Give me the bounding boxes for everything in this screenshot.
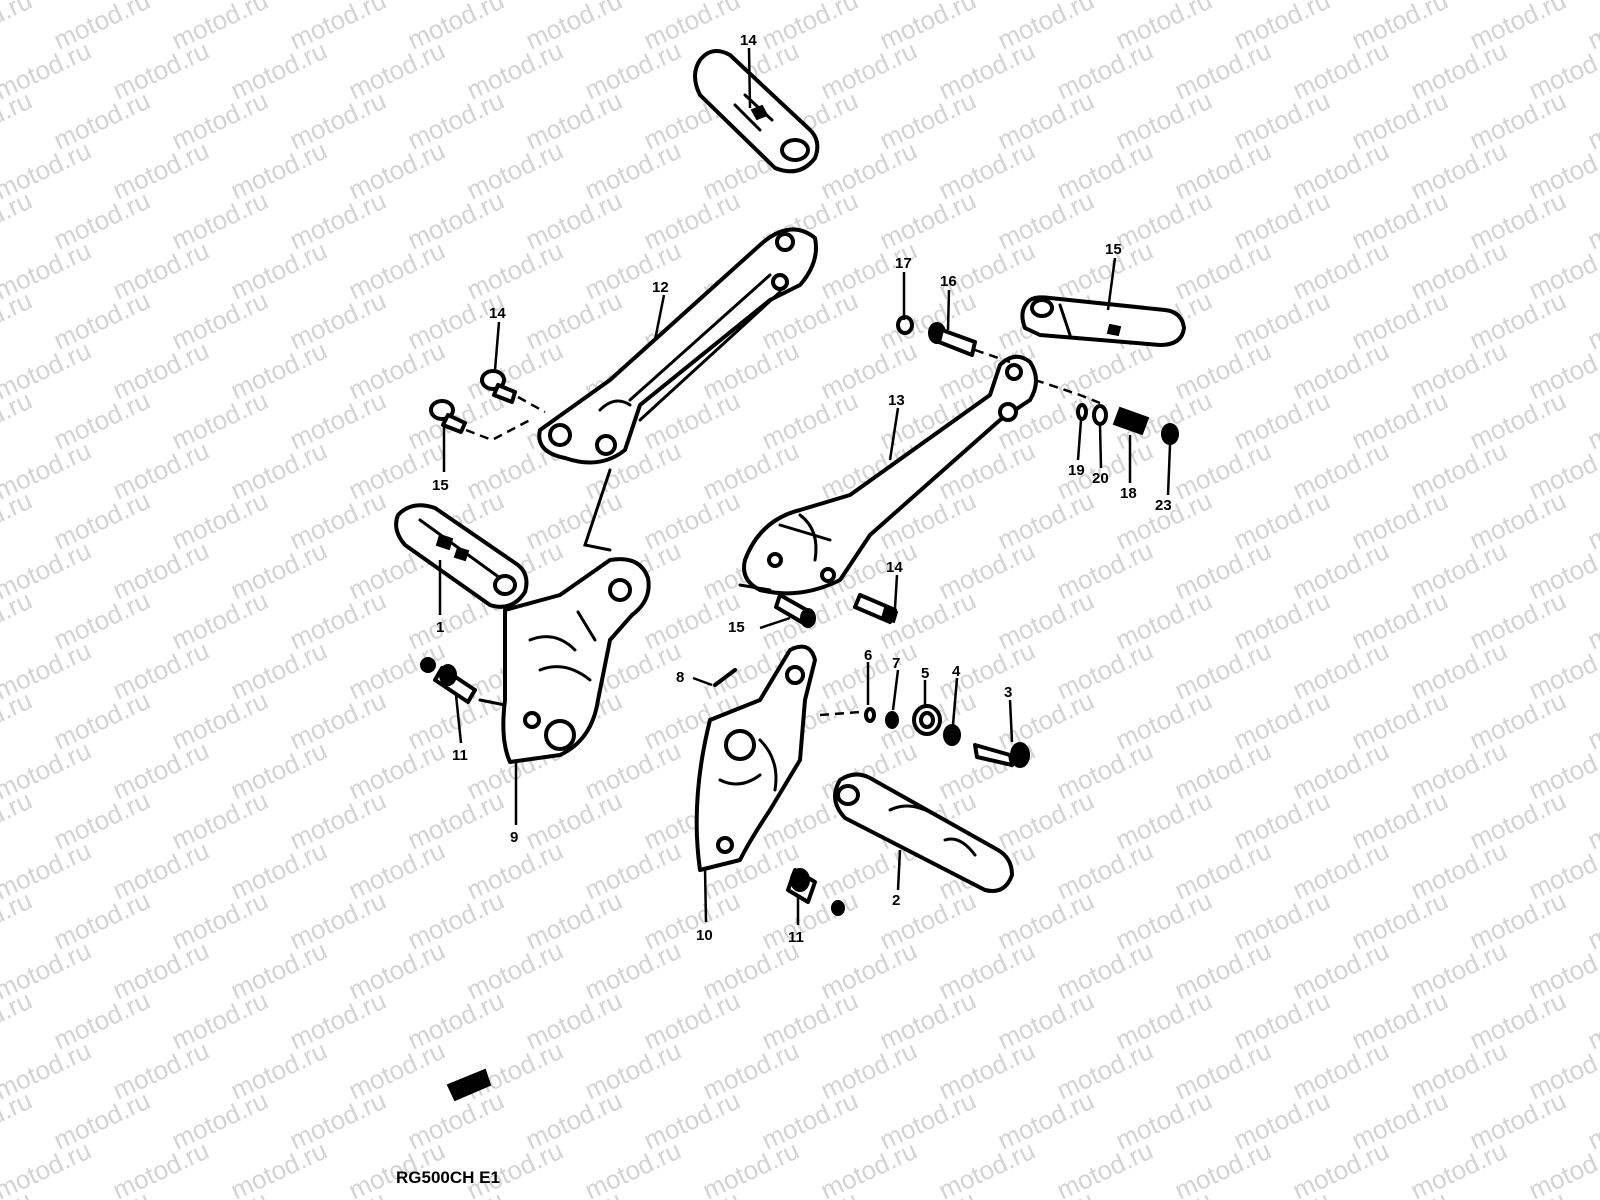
- footrest-bracket-left: [501, 557, 651, 764]
- callout-12: 12: [652, 279, 669, 296]
- watermark-text: motod.ru: [1465, 1185, 1571, 1200]
- callout-16: 14: [740, 32, 757, 49]
- washer-22: [1092, 404, 1108, 426]
- watermark-text: motod.ru: [0, 785, 37, 856]
- callout-19: 17: [895, 255, 912, 272]
- watermark-text: motod.ru: [1052, 1135, 1158, 1200]
- watermark-text: motod.ru: [49, 1185, 155, 1200]
- watermark-text: motod.ru: [1406, 1135, 1512, 1200]
- spring-20: [1112, 406, 1150, 436]
- watermark-text: motod.ru: [1111, 1185, 1217, 1200]
- watermark-text: motod.ru: [521, 1185, 627, 1200]
- callout-11-right: 11: [788, 929, 804, 946]
- callout-14-upper: 14: [489, 305, 506, 322]
- front-footrest-peg-left: [394, 503, 529, 609]
- rear-footrest-peg-upper: [693, 49, 820, 174]
- nut-6: [864, 707, 876, 723]
- watermark-text: motod.ru: [639, 1185, 745, 1200]
- bolt-14-upper: [480, 369, 517, 404]
- watermark-text: motod.ru: [0, 585, 37, 656]
- bolt-14-lower: [853, 593, 899, 624]
- watermark-text: motod.ru: [0, 1085, 37, 1156]
- callout-15-lower: 15: [728, 619, 745, 636]
- watermark-text: motod.ru: [1229, 1185, 1335, 1200]
- watermark-text: motod.ru: [875, 1185, 981, 1200]
- washer-5: [912, 704, 942, 736]
- leader-lines: [438, 47, 1172, 925]
- watermark-text: motod.ru: [0, 0, 37, 55]
- watermark-text: motod.ru: [1170, 1135, 1276, 1200]
- callout-11-left: 11: [452, 747, 468, 764]
- callout-5: 5: [921, 665, 929, 682]
- watermark-text: motod.ru: [0, 685, 37, 756]
- pin-21: [1076, 403, 1088, 421]
- callout-4: 4: [952, 663, 961, 680]
- cap-23: [1161, 423, 1179, 445]
- watermark-text: motod.ru: [0, 985, 37, 1056]
- watermark-text: motod.ru: [167, 1185, 273, 1200]
- callout-21: 19: [1068, 462, 1085, 479]
- watermark-text: motod.ru: [0, 885, 37, 956]
- rear-footrest-peg-right: [1020, 295, 1186, 347]
- callout-7: 7: [892, 655, 900, 672]
- rear-footrest-bracket-left: [537, 227, 818, 465]
- pin-8: [713, 668, 737, 687]
- callout-1: 1: [436, 619, 444, 636]
- callout-14-lower: 14: [886, 559, 903, 576]
- watermark-text: motod.ru: [0, 485, 37, 556]
- callout-22: 20: [1092, 470, 1109, 487]
- bolt-right-11: [786, 868, 845, 916]
- watermark-text: motod.ru: [108, 1135, 214, 1200]
- bolt-left-11: [420, 657, 477, 704]
- bolt-15-lower: [774, 593, 816, 628]
- callout-3: 3: [1004, 684, 1012, 701]
- watermark-text: motod.ru: [403, 1185, 509, 1200]
- legend-mark: [446, 1068, 492, 1102]
- watermark-text: motod.ru: [226, 1135, 332, 1200]
- connection-line: [583, 468, 612, 552]
- front-footrest-peg-right: [833, 772, 1014, 893]
- callout-6: 6: [864, 647, 872, 664]
- bolt-3: [973, 742, 1030, 768]
- bolt-18: [928, 322, 977, 357]
- callout-9: 9: [510, 829, 518, 846]
- connection-line: [478, 698, 507, 707]
- watermark-text: motod.ru: [0, 285, 37, 356]
- callout-17: 15: [1105, 241, 1122, 258]
- watermark-text: motod.ru: [1583, 1185, 1600, 1200]
- callout-8: 8: [676, 669, 684, 686]
- connection-line: [738, 583, 772, 592]
- watermark-text: motod.ru: [1347, 1185, 1453, 1200]
- watermark-text: motod.ru: [698, 1135, 804, 1200]
- rear-footrest-bracket-right: [742, 354, 1038, 596]
- callout-18: 16: [940, 273, 957, 290]
- diagram-caption: RG500CH E1: [396, 1168, 500, 1187]
- watermark-text: motod.ru: [0, 185, 37, 256]
- callout-20: 18: [1120, 485, 1137, 502]
- callout-23: 23: [1155, 497, 1172, 514]
- watermark-text: motod.ru: [757, 1185, 863, 1200]
- watermark-text: motod.ru: [993, 1185, 1099, 1200]
- callout-13: 13: [888, 392, 905, 409]
- callout-labels: 14 12 14 15 1 11 9 17 16 15 13 19 20 18 …: [432, 32, 1172, 946]
- watermark-text: motod.ru: [1288, 1135, 1394, 1200]
- watermark-text: motod.ru: [0, 85, 37, 156]
- footrest-bracket-right: [694, 644, 817, 872]
- watermark-text: motod.ru: [816, 1135, 922, 1200]
- watermark-text: motod.ru: [285, 1185, 391, 1200]
- callout-10: 10: [696, 927, 713, 944]
- watermark-text: motod.ru: [934, 1135, 1040, 1200]
- watermark-text: motod.ru: [580, 1135, 686, 1200]
- bushing-7: [885, 711, 899, 729]
- watermark-text: motod.ru: [1524, 1135, 1600, 1200]
- nut-4: [943, 724, 961, 746]
- bolt-15-upper: [429, 399, 467, 434]
- watermark-text: motod.ru: [0, 385, 37, 456]
- callout-15-upper: 15: [432, 477, 449, 494]
- callout-2: 2: [892, 892, 900, 909]
